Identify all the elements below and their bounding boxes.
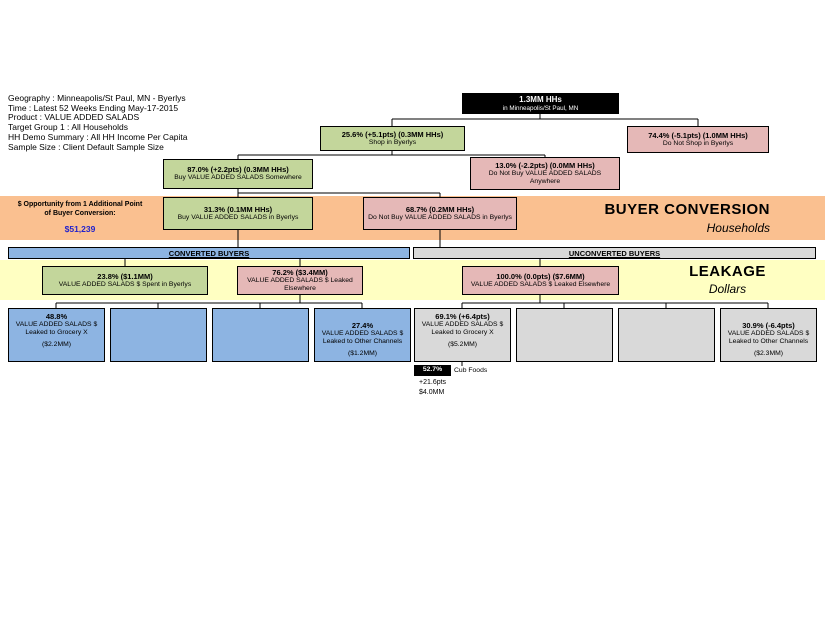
node-label: VALUE ADDED SALADS $ Leaked Elsewhere xyxy=(470,280,611,288)
node-label: in Minneapolis/St Paul, MN xyxy=(502,104,579,112)
opportunity-value: $51,239 xyxy=(64,223,96,234)
node-value: 1.3MM HHs xyxy=(519,94,562,104)
node-label: Buy VALUE ADDED SALADS in Byerlys xyxy=(177,213,299,221)
buyer-conversion-subtitle: Households xyxy=(706,221,770,235)
channel-line-1: VALUE ADDED SALADS $ xyxy=(321,329,404,337)
node-do-not-buy-in-byerlys: 68.7% (0.2MM HHs) Do Not Buy VALUE ADDED… xyxy=(363,197,517,230)
callout-dollars: $4.0MM xyxy=(419,389,445,396)
node-value: 87.0% (+2.2pts) (0.3MM HHs) xyxy=(187,165,289,175)
channel-box-unconverted-other-channels: 30.9% (-6.4pts) VALUE ADDED SALADS $ Lea… xyxy=(720,308,817,362)
meta-geography: Geography : Minneapolis/St Paul, MN - By… xyxy=(8,93,186,103)
node-value: 23.8% ($1.1MM) xyxy=(97,271,153,281)
node-label: Shop in Byerlys xyxy=(368,138,417,146)
channel-line-2: Leaked to Other Channels xyxy=(322,337,403,345)
channel-box-unconverted-empty-1 xyxy=(516,308,613,362)
leakage-subtitle: Dollars xyxy=(708,282,747,296)
channel-box-converted-other-channels: 27.4% VALUE ADDED SALADS $ Leaked to Oth… xyxy=(314,308,411,362)
channel-dollars: ($2.2MM) xyxy=(41,341,72,349)
converted-buyers-label: CONVERTED BUYERS xyxy=(168,248,250,258)
channel-dollars: ($2.3MM) xyxy=(753,349,784,357)
meta-target-group: Target Group 1 : All Households xyxy=(8,122,129,133)
channel-box-converted-empty-2 xyxy=(212,308,309,362)
meta-sample-size: Sample Size : Client Default Sample Size xyxy=(8,141,164,152)
channel-box-converted-grocery-x: 48.8% VALUE ADDED SALADS $ Leaked to Gro… xyxy=(8,308,105,362)
converted-buyers-bar: CONVERTED BUYERS xyxy=(8,247,410,259)
channel-dollars: ($5.2MM) xyxy=(447,341,478,349)
channel-value: 27.4% xyxy=(351,320,374,330)
node-dollars-leaked-converted: 76.2% ($3.4MM) VALUE ADDED SALADS $ Leak… xyxy=(237,266,363,295)
opportunity-line-1: $ Opportunity from 1 Additional Point xyxy=(17,201,143,208)
callout-value: 52.7% xyxy=(422,366,443,374)
node-dollars-spent-in-byerlys: 23.8% ($1.1MM) VALUE ADDED SALADS $ Spen… xyxy=(42,266,208,295)
node-label: Do Not Shop in Byerlys xyxy=(662,139,734,147)
node-do-not-buy-anywhere: 13.0% (-2.2pts) (0.0MM HHs) Do Not Buy V… xyxy=(470,157,620,190)
node-shop-in-byerlys: 25.6% (+5.1pts) (0.3MM HHs) Shop in Byer… xyxy=(320,126,465,151)
leakage-titles: LEAKAGE Dollars xyxy=(655,263,800,296)
channel-line-2: Leaked to Grocery X xyxy=(431,329,494,337)
node-label: Buy VALUE ADDED SALADS Somewhere xyxy=(174,174,302,182)
channel-line-1: VALUE ADDED SALADS $ xyxy=(421,321,504,328)
channel-line-1: VALUE ADDED SALADS $ xyxy=(15,321,98,328)
node-value: 31.3% (0.1MM HHs) xyxy=(203,204,273,214)
channel-line-2: Leaked to Grocery X xyxy=(25,329,88,337)
buyer-conversion-titles: BUYER CONVERSION Households xyxy=(470,201,770,235)
node-label: VALUE ADDED SALADS $ Spent in Byerlys xyxy=(58,280,192,288)
channel-value: 48.8% xyxy=(45,312,68,321)
node-value: 76.2% ($3.4MM) xyxy=(272,267,328,277)
node-value: 100.0% (0.0pts) ($7.6MM) xyxy=(496,271,585,281)
channel-box-unconverted-grocery-x: 69.1% (+6.4pts) VALUE ADDED SALADS $ Lea… xyxy=(414,308,511,362)
channel-line-2: Leaked to Other Channels xyxy=(728,337,809,345)
meta-time: Time : Latest 52 Weeks Ending May-17-201… xyxy=(8,102,179,113)
node-label: Do Not Buy VALUE ADDED SALADS Anywhere xyxy=(488,169,602,185)
unconverted-buyers-bar: UNCONVERTED BUYERS xyxy=(413,247,816,259)
node-value: 25.6% (+5.1pts) (0.3MM HHs) xyxy=(341,129,444,139)
buyer-conversion-title: BUYER CONVERSION xyxy=(604,201,770,218)
channel-line-1: VALUE ADDED SALADS $ xyxy=(727,329,810,337)
channel-value: 30.9% (-6.4pts) xyxy=(742,320,795,330)
callout-retailer-label: Cub Foods xyxy=(454,367,488,374)
callout-cub-foods-share: 52.7% xyxy=(414,365,451,376)
node-label: Do Not Buy VALUE ADDED SALADS in Byerlys xyxy=(368,213,512,221)
node-value: 68.7% (0.2MM HHs) xyxy=(405,204,475,214)
unconverted-buyers-label: UNCONVERTED BUYERS xyxy=(568,248,661,258)
meta-hh-demo: HH Demo Summary : All HH Income Per Capi… xyxy=(8,131,188,142)
channel-value: 69.1% (+6.4pts) xyxy=(435,312,490,321)
channel-box-unconverted-empty-2 xyxy=(618,308,715,362)
node-value: 74.4% (-5.1pts) (1.0MM HHs) xyxy=(648,130,748,140)
opportunity-line-2: of Buyer Conversion: xyxy=(44,210,116,218)
node-total-households: 1.3MM HHs in Minneapolis/St Paul, MN xyxy=(462,93,619,114)
channel-box-converted-empty-1 xyxy=(110,308,207,362)
node-buy-somewhere: 87.0% (+2.2pts) (0.3MM HHs) Buy VALUE AD… xyxy=(163,159,313,189)
callout-delta: +21.6pts xyxy=(419,379,447,386)
report-meta: Geography : Minneapolis/St Paul, MN - By… xyxy=(8,93,188,152)
meta-product: Product : VALUE ADDED SALADS xyxy=(8,112,140,123)
node-buy-in-byerlys: 31.3% (0.1MM HHs) Buy VALUE ADDED SALADS… xyxy=(163,197,313,230)
opportunity-note: $ Opportunity from 1 Additional Point of… xyxy=(0,200,160,234)
channel-dollars: ($1.2MM) xyxy=(347,349,378,357)
node-label: VALUE ADDED SALADS $ Leaked Elsewhere xyxy=(247,276,353,292)
node-do-not-shop-in-byerlys: 74.4% (-5.1pts) (1.0MM HHs) Do Not Shop … xyxy=(627,126,769,153)
node-value: 13.0% (-2.2pts) (0.0MM HHs) xyxy=(495,160,595,170)
node-dollars-leaked-unconverted: 100.0% (0.0pts) ($7.6MM) VALUE ADDED SAL… xyxy=(462,266,619,295)
leakage-title: LEAKAGE xyxy=(689,263,766,280)
